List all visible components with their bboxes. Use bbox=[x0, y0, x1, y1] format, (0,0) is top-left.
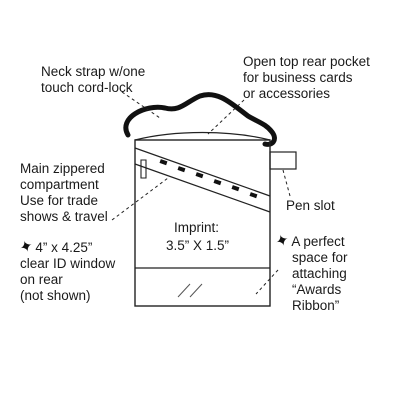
callout-rear-pocket-line-2: for business cards bbox=[243, 70, 353, 85]
neck-strap bbox=[123, 92, 277, 147]
callout-neck-strap-line-1: Neck strap w/one bbox=[41, 64, 146, 79]
zipper-teeth bbox=[159, 159, 258, 199]
callout-id-window: ✦4” x 4.25” clear ID window on rear (not… bbox=[17, 237, 116, 304]
callout-ribbon-space: ✦A perfect space for attaching “Awards R… bbox=[273, 231, 348, 314]
callout-ribbon-line-4: “Awards bbox=[292, 282, 342, 297]
callout-main-compartment-line-3: Use for trade bbox=[20, 193, 99, 208]
zipper-line-top bbox=[134, 147, 271, 197]
pen-slot bbox=[269, 151, 297, 170]
leader-neck-strap bbox=[121, 91, 161, 119]
zipper-pull bbox=[140, 159, 147, 179]
callout-main-compartment-line-2: compartment bbox=[20, 177, 99, 192]
callout-ribbon-line-5: Ribbon” bbox=[292, 298, 340, 313]
callout-rear-pocket: Open top rear pocket for business cards … bbox=[243, 54, 370, 102]
imprint-size: 3.5” X 1.5” bbox=[166, 238, 230, 253]
leader-rear-pocket bbox=[207, 99, 245, 135]
window-glare-1 bbox=[177, 283, 191, 298]
star-bullet-icon: ✦ bbox=[273, 231, 292, 252]
callout-neck-strap: Neck strap w/one touch cord-lock bbox=[41, 64, 145, 96]
callout-id-window-line-3: on rear bbox=[20, 272, 63, 287]
callout-id-window-line-2: clear ID window bbox=[20, 256, 116, 271]
callout-id-window-line-4: (not shown) bbox=[20, 288, 91, 303]
leader-main-compartment bbox=[111, 177, 169, 221]
callout-pen-slot: Pen slot bbox=[286, 198, 335, 213]
callout-main-compartment: Main zippered compartment Use for trade … bbox=[20, 161, 108, 225]
star-bullet-icon: ✦ bbox=[17, 237, 36, 258]
callout-rear-pocket-line-3: or accessories bbox=[243, 86, 331, 101]
window-glare-2 bbox=[189, 283, 203, 298]
callout-main-compartment-line-1: Main zippered bbox=[20, 161, 105, 176]
callout-ribbon-line-3: attaching bbox=[292, 266, 347, 281]
bag-top-edge bbox=[134, 131, 271, 141]
leader-pen-slot bbox=[282, 169, 291, 197]
callout-rear-pocket-line-1: Open top rear pocket bbox=[243, 54, 370, 69]
callout-neck-strap-line-2: touch cord-lock bbox=[41, 80, 133, 95]
callout-main-compartment-line-4: shows & travel bbox=[20, 209, 108, 224]
callout-ribbon-line-2: space for bbox=[292, 250, 348, 265]
imprint-label: Imprint: bbox=[174, 220, 220, 235]
callout-ribbon-line-1: A perfect bbox=[291, 234, 345, 249]
callout-id-window-line-1: 4” x 4.25” bbox=[35, 240, 93, 255]
zipper-line-bottom bbox=[134, 163, 271, 213]
leader-ribbon bbox=[255, 269, 279, 295]
bag-body bbox=[134, 139, 271, 307]
